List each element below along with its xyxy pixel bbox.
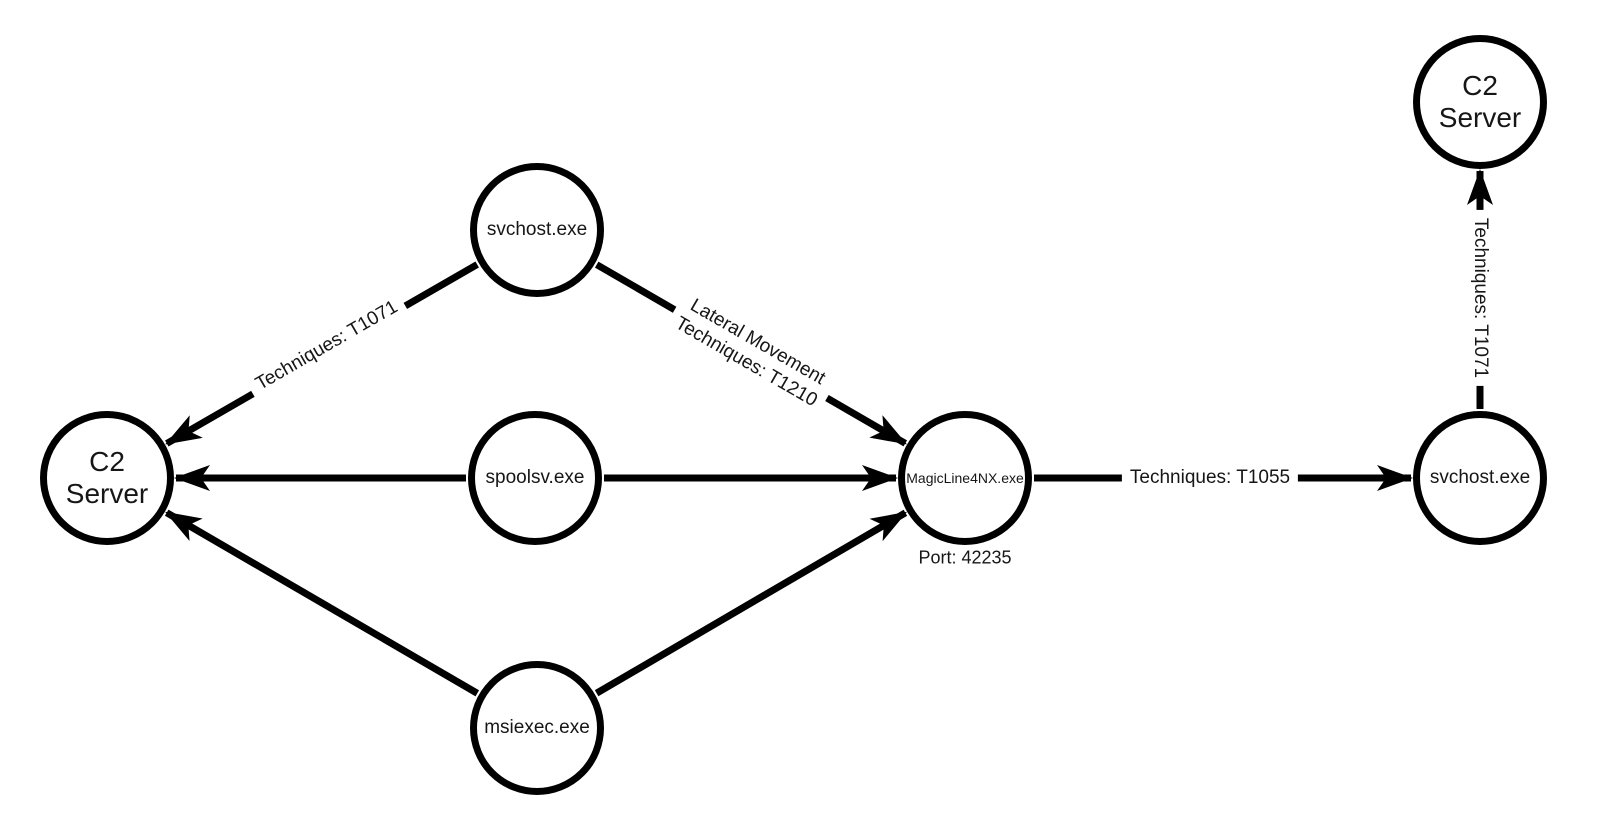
node-label-msiexec: msiexec.exe xyxy=(484,717,590,738)
node-svchost-right[interactable]: svchost.exe xyxy=(1413,411,1547,545)
node-label-spoolsv: spoolsv.exe xyxy=(485,467,585,488)
node-spoolsv[interactable]: spoolsv.exe xyxy=(468,411,602,545)
node-magicline4nx[interactable]: MagicLine4NX.exe xyxy=(898,411,1032,545)
node-label-svchost-top: svchost.exe xyxy=(486,219,588,240)
edge-msiexec-to-c2-left xyxy=(164,509,480,697)
node-label-magicline4nx: MagicLine4NX.exe xyxy=(906,470,1024,486)
node-msiexec[interactable]: msiexec.exe xyxy=(470,661,604,795)
edge-label-techniques-t1071-right: Techniques: T1071 xyxy=(1467,209,1493,387)
node-label-svchost-right: svchost.exe xyxy=(1429,467,1531,488)
edge-label-techniques-t1055: Techniques: T1055 xyxy=(1121,465,1299,491)
node-label-c2-server-top-right: C2 Server xyxy=(1438,69,1522,133)
edge-msiexec-to-magicline xyxy=(594,509,908,697)
port-label: Port: 42235 xyxy=(918,547,1012,568)
node-c2-server-left[interactable]: C2 Server xyxy=(40,411,174,545)
node-label-c2-server-left: C2 Server xyxy=(65,445,149,509)
node-svchost-top[interactable]: svchost.exe xyxy=(470,163,604,297)
node-c2-server-top-right[interactable]: C2 Server xyxy=(1413,35,1547,169)
